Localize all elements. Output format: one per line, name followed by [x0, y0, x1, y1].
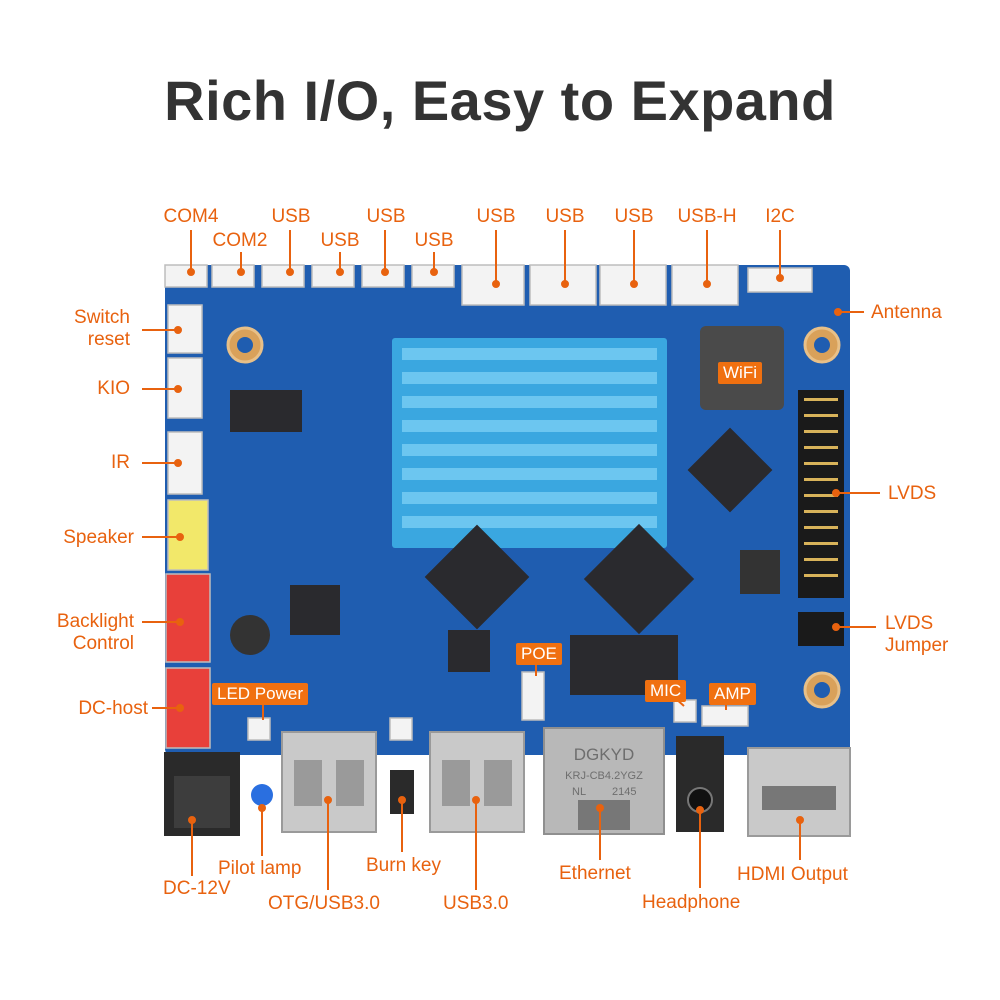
left-connectors	[165, 304, 211, 749]
label-usb-1: USB	[271, 206, 311, 227]
label-ir: IR	[111, 452, 130, 473]
label-lvds: LVDS	[888, 483, 937, 504]
capacitor	[230, 615, 270, 655]
ethernet-port	[543, 727, 665, 835]
label-headphone: Headphone	[642, 892, 741, 913]
label-usb-5: USB	[476, 206, 516, 227]
label-burn-key: Burn key	[366, 855, 441, 876]
label-usb-4: USB	[414, 230, 454, 251]
tag-amp: AMP	[709, 683, 756, 705]
label-pilot-lamp: Pilot lamp	[218, 858, 302, 879]
leader-lines	[142, 230, 880, 890]
label-usb-h: USB-H	[677, 206, 737, 227]
mounting-holes	[226, 326, 841, 709]
label-usb3: USB3.0	[443, 893, 509, 914]
label-lvds-jumper: LVDS Jumper	[885, 613, 949, 656]
label-backlight-control: Backlight Control	[56, 611, 134, 654]
label-ethernet: Ethernet	[559, 863, 631, 884]
rj45-code: 2145	[612, 786, 636, 798]
label-switch-reset: Switch reset	[74, 307, 130, 350]
label-i2c: I2C	[765, 206, 795, 227]
tag-poe: POE	[516, 643, 562, 665]
label-kio: KIO	[97, 378, 130, 399]
label-usb-2: USB	[320, 230, 360, 251]
heatsink-fins	[402, 348, 657, 528]
label-usb-3: USB	[366, 206, 406, 227]
pilot-lamp-led	[251, 784, 273, 806]
rj45-brand: DGKYD	[574, 745, 634, 764]
label-usb-6: USB	[545, 206, 585, 227]
page-title: Rich I/O, Easy to Expand	[164, 69, 836, 132]
label-hdmi-output: HDMI Output	[737, 864, 848, 885]
label-antenna: Antenna	[871, 302, 942, 323]
tag-wifi: WiFi	[718, 362, 762, 384]
rj45-model: KRJ-CB4.2YGZ	[565, 770, 643, 782]
label-otg-usb3: OTG/USB3.0	[268, 893, 380, 914]
tag-led-power: LED Power	[212, 683, 308, 705]
tag-mic: MIC	[645, 680, 687, 702]
label-dc-12v: DC-12V	[163, 878, 231, 899]
label-usb-7: USB	[614, 206, 654, 227]
label-speaker: Speaker	[63, 527, 134, 548]
ic-chips	[230, 390, 773, 695]
label-com4: COM4	[163, 206, 219, 227]
rj45-nl: NL	[572, 786, 586, 798]
label-dc-host: DC-host	[78, 698, 148, 719]
label-com2: COM2	[212, 230, 268, 251]
